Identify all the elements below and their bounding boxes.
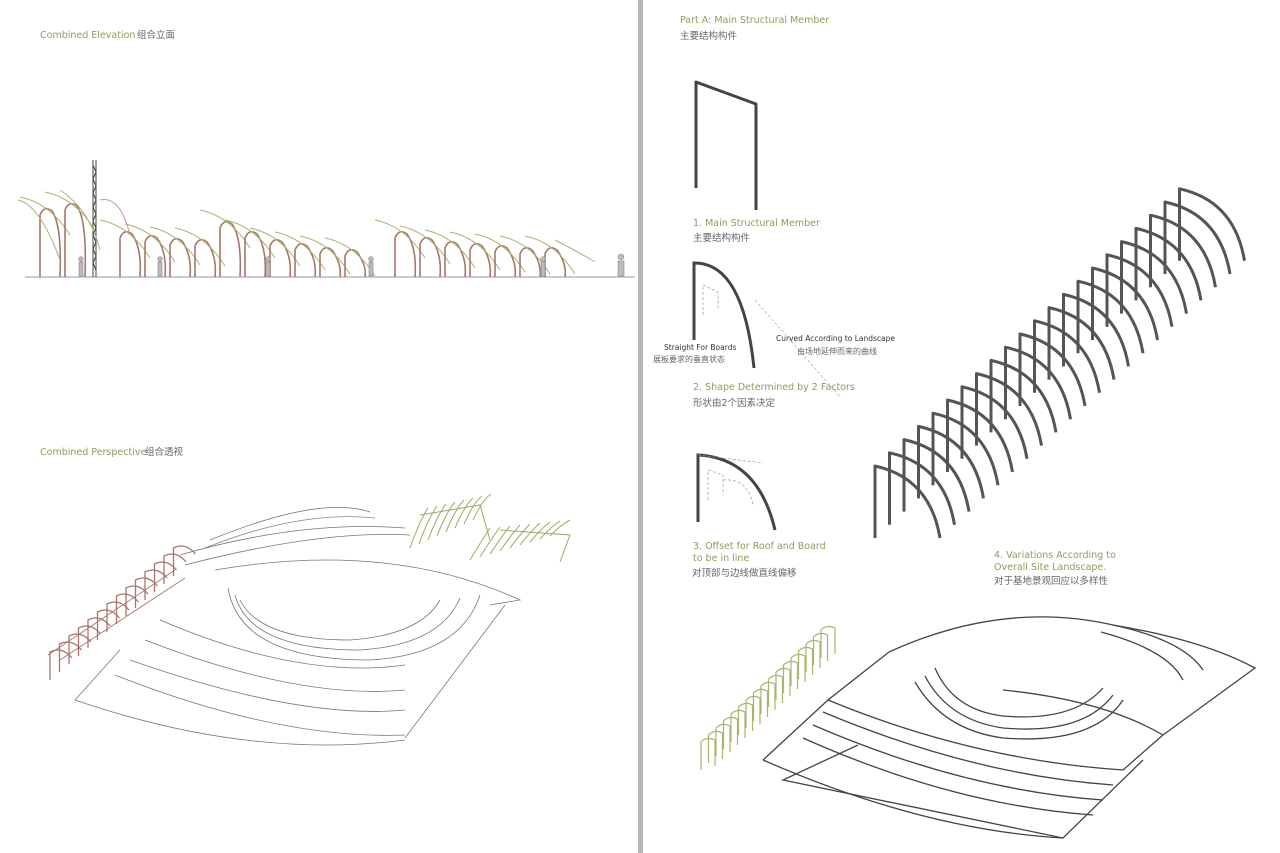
- step4-label-en-2: Overall Site Landscape.: [994, 562, 1107, 573]
- left-panel: Combined Elevation 组合立面 Combined Perspec…: [0, 0, 638, 853]
- tower-mast: [92, 160, 97, 277]
- step2-left-cn: 展板要求的垂直状态: [653, 355, 725, 364]
- elevation-drawing: [17, 160, 635, 278]
- step2-right-cn: 由场地延伸而来的曲线: [797, 347, 877, 356]
- panel-divider: [638, 0, 643, 853]
- step2-left-en: Straight For Boards: [664, 343, 737, 352]
- step1-label-cn: 主要结构构件: [693, 233, 751, 244]
- step2-label-en: 2. Shape Determined by 2 Factors: [693, 382, 855, 393]
- step2-right-en: Curved According to Landscape: [776, 334, 896, 343]
- part-title-cn: 主要结构构件: [680, 31, 738, 42]
- elevation-title-en: Combined Elevation: [40, 30, 136, 41]
- step4-label-en-1: 4. Variations According to: [994, 550, 1116, 561]
- step3-label-en-1: 3. Offset for Roof and Board: [693, 541, 826, 552]
- part-title-en: Part A: Main Structural Member: [680, 15, 830, 26]
- perspective-frames-green: [409, 493, 571, 563]
- member-diagrams: [692, 80, 1257, 839]
- human-figures: [78, 253, 625, 277]
- perspective-frames-brown: [47, 545, 196, 680]
- member-offset: [696, 453, 777, 531]
- step4-label-cn: 对于基地景观回应以多样性: [994, 576, 1109, 587]
- elevation-frames: [17, 189, 596, 278]
- step1-label-en: 1. Main Structural Member: [693, 218, 820, 229]
- step3-label-en-2: to be in line: [693, 553, 750, 564]
- member-curved: [692, 261, 842, 399]
- site-frames-green: [700, 625, 836, 770]
- perspective-title-en: Combined Perspective: [40, 447, 147, 458]
- elevation-title-cn: 组合立面: [137, 30, 176, 41]
- landscape-rings: [74, 507, 522, 746]
- step3-label-cn: 对顶部与边线做直线偏移: [692, 568, 797, 579]
- member-array: [873, 187, 1246, 539]
- member-straight: [694, 80, 758, 210]
- perspective-title-cn: 组合透视: [145, 447, 184, 458]
- perspective-drawing: [47, 493, 571, 746]
- site-perspective: [762, 616, 1257, 839]
- right-panel: Part A: Main Structural Member 主要结构构件: [643, 0, 1280, 853]
- step2-label-cn: 形状由2个因素决定: [693, 398, 776, 409]
